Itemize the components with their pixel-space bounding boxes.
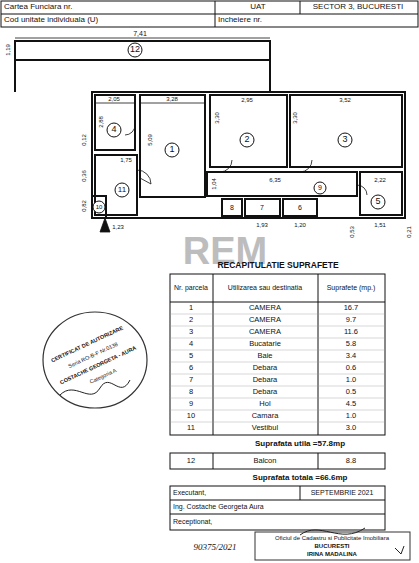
dimension: 0,36 bbox=[81, 170, 88, 182]
header-text: Cartea Funciara nr. bbox=[4, 3, 72, 12]
table-cell: 16.7 bbox=[344, 304, 359, 312]
room-number: 7 bbox=[260, 204, 264, 212]
signature-text: Receptionat, bbox=[173, 518, 212, 526]
stamp-text: BUCURESTI bbox=[314, 543, 349, 550]
table-title: RECAPITULATIE SUPRAFETE bbox=[217, 261, 338, 270]
signature-text: Executant, bbox=[173, 489, 206, 497]
table-cell: Debara bbox=[253, 364, 278, 372]
dimension: 0,82 bbox=[81, 200, 88, 212]
table-cell: 11 bbox=[187, 424, 195, 432]
signature-text: Ing. Costache Georgeta Aura bbox=[173, 503, 264, 511]
dimension: 2,95 bbox=[241, 97, 253, 104]
total-text: Suprafata utila =57.8mp bbox=[255, 440, 345, 449]
table-cell: 0.6 bbox=[346, 364, 356, 372]
table-cell: 1.0 bbox=[346, 412, 356, 420]
room-number: 1 bbox=[169, 145, 174, 155]
table-cell: Debara bbox=[253, 388, 278, 396]
dimension: 0,21 bbox=[406, 226, 413, 238]
dimension: 2,22 bbox=[374, 177, 386, 184]
table-cell: 2 bbox=[189, 316, 193, 324]
table-cell: 6 bbox=[189, 364, 193, 372]
table-cell: 4 bbox=[189, 340, 193, 348]
dimension: 1,04 bbox=[211, 178, 218, 190]
table-cell: Hol bbox=[259, 400, 270, 408]
room-number: 11 bbox=[118, 186, 126, 195]
handwritten-number: 90375/2021 bbox=[193, 543, 236, 553]
table-cell: CAMERA bbox=[249, 328, 281, 336]
table-cell: 12 bbox=[187, 457, 195, 465]
table-cell: 1.0 bbox=[346, 376, 356, 384]
header-text: Incheiere nr. bbox=[218, 16, 262, 25]
table-cell: 11.6 bbox=[344, 328, 358, 336]
room-number: 2 bbox=[244, 135, 249, 145]
dimension: 6,35 bbox=[269, 177, 281, 184]
header-text: Cod unitate individuala (U) bbox=[4, 16, 98, 25]
table-cell: 10 bbox=[187, 412, 195, 420]
dimension: 3,30 bbox=[214, 112, 221, 124]
dimension: 1,75 bbox=[120, 157, 132, 164]
table-cell: 4.5 bbox=[346, 400, 356, 408]
table-header: Suprafete (mp.) bbox=[321, 284, 381, 292]
table-cell: 7 bbox=[189, 376, 193, 384]
table-cell: Camara bbox=[252, 412, 279, 420]
total-text: Suprafata totala =66.6mp bbox=[253, 474, 348, 483]
room-number: 10 bbox=[96, 204, 103, 211]
dimension: 5,09 bbox=[147, 134, 154, 146]
table-cell: 3.4 bbox=[346, 352, 356, 360]
table-cell: 8 bbox=[189, 388, 193, 396]
table-cell: Baie bbox=[257, 352, 272, 360]
dimension: 2,88 bbox=[98, 116, 105, 128]
table-cell: 3.0 bbox=[346, 424, 356, 432]
room-number: 5 bbox=[375, 197, 380, 207]
table-cell: 5 bbox=[189, 352, 193, 360]
table-cell: 5.8 bbox=[346, 340, 356, 348]
table-cell: Debara bbox=[253, 376, 278, 384]
table-cell: Vestibul bbox=[252, 424, 278, 432]
header-text: SECTOR 3, BUCURESTI bbox=[313, 3, 404, 12]
table-header: Utilizarea sau destinatia bbox=[218, 284, 313, 292]
table-cell: CAMERA bbox=[249, 304, 281, 312]
dimension: 1,51 bbox=[374, 222, 386, 229]
dimension: 3,30 bbox=[292, 112, 299, 124]
dimension: 1,93 bbox=[256, 222, 268, 229]
table-cell: Bucatarie bbox=[249, 340, 281, 348]
dimension: 0,12 bbox=[81, 134, 88, 146]
room-number: 3 bbox=[342, 135, 347, 145]
table-cell: 8.8 bbox=[346, 457, 356, 465]
table-header: Nr. parcela bbox=[172, 284, 210, 292]
table-cell: CAMERA bbox=[249, 316, 281, 324]
stamp-text: Oficiul de Cadastru si Publicitate Imobi… bbox=[275, 535, 389, 542]
room-number: 9 bbox=[318, 184, 322, 192]
table-cell: Balcon bbox=[254, 457, 277, 465]
signature-text: SEPTEMBRIE 2021 bbox=[311, 489, 374, 497]
table-cell: 1 bbox=[189, 304, 193, 312]
room-number: 6 bbox=[298, 204, 302, 212]
room-number: 8 bbox=[230, 204, 234, 212]
stamp-text: IRINA MADALINA bbox=[307, 551, 357, 558]
room-number: 12 bbox=[130, 45, 140, 55]
room-number: 4 bbox=[111, 125, 116, 135]
dimension: 0,53 bbox=[349, 226, 356, 238]
table-cell: 0.5 bbox=[346, 388, 356, 396]
dimension: 1,19 bbox=[5, 44, 12, 56]
dimension: 1,20 bbox=[294, 222, 306, 229]
dimension: 1,23 bbox=[112, 224, 124, 231]
table-cell: 3 bbox=[189, 328, 193, 336]
dimension: 3,52 bbox=[339, 97, 351, 104]
table-cell: 9 bbox=[189, 400, 193, 408]
dimension: 7,41 bbox=[133, 30, 147, 38]
dimension: 3,28 bbox=[166, 96, 178, 103]
table-cell: 9.7 bbox=[346, 316, 356, 324]
dimension: 2,05 bbox=[108, 96, 120, 103]
header-text: UAT bbox=[250, 3, 265, 12]
